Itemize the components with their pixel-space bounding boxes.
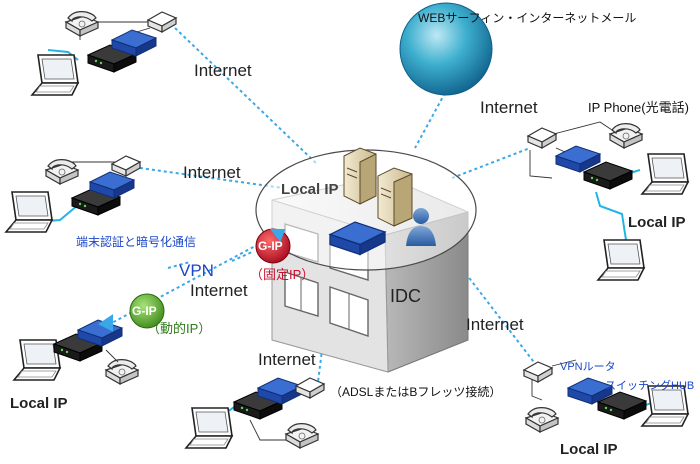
idc-label: IDC: [390, 286, 421, 306]
web-service-label: WEBサーフィン・インターネットメール: [418, 11, 637, 25]
auth-encrypt-label: 端末認証と暗号化通信: [76, 235, 197, 249]
site-right: [527, 121, 689, 281]
site-top-left: [31, 11, 177, 96]
local-ip-label-right: Local IP: [628, 214, 686, 231]
modem-icon: [523, 361, 553, 383]
laptop-icon: [13, 339, 61, 381]
local-ip-label-bottom-right: Local IP: [560, 441, 618, 458]
modem-icon: [147, 11, 177, 33]
fixed-ip-badge-text: G-IP: [258, 239, 283, 253]
adsl-label: （ADSLまたはBフレッツ接続）: [330, 385, 502, 399]
vpn-dashes: [167, 251, 253, 269]
dynamic-ip-label: （動的IP）: [147, 321, 212, 336]
server-icon: [343, 147, 377, 205]
laptop-icon: [597, 239, 645, 281]
dynamic-ip-badge-icon: [129, 293, 165, 329]
arrow-right-icon: [269, 229, 286, 242]
modem-icon: [111, 155, 141, 177]
phone-icon: [45, 159, 79, 185]
vpn-dash-2: [231, 251, 253, 262]
laptop-icon: [185, 407, 233, 449]
internet-label-top-left: Internet: [194, 61, 252, 80]
globe-icon: [399, 2, 493, 96]
switching-hub-label: スイッチングHUB: [605, 380, 695, 392]
internet-label-mid-left: Internet: [183, 163, 241, 182]
local-ip-label-idc: Local IP: [281, 181, 339, 198]
vpn-router-label: VPNルータ: [560, 361, 616, 373]
ip-phone-label: IP Phone(光電話): [588, 100, 689, 115]
phone-icon: [105, 359, 139, 385]
site-bottom-right: [523, 359, 689, 433]
link-ip-phone: [451, 147, 531, 179]
internet-label-right: Internet: [466, 315, 524, 334]
site-lower-left: [13, 319, 139, 385]
laptop-icon: [31, 54, 79, 96]
laptop-icon: [5, 191, 53, 233]
vpn-arrows: [98, 229, 286, 332]
user-icon: [406, 208, 436, 246]
fixed-ip-label: （固定IP）: [250, 267, 315, 282]
local-ip-label-left: Local IP: [10, 395, 68, 412]
link-mid-left: [139, 167, 284, 189]
phone-icon: [65, 11, 99, 37]
vpn-label: VPN: [179, 261, 214, 280]
laptop-icon: [641, 153, 689, 195]
laptop-icon: [641, 385, 689, 427]
site-bottom-center: [185, 377, 325, 449]
vpn-dash-1: [167, 261, 191, 269]
server-icon: [377, 167, 413, 227]
internet-label-top-right: Internet: [480, 98, 538, 117]
internet-label-vpn: Internet: [190, 281, 248, 300]
internet-label-bottom: Internet: [258, 350, 316, 369]
dynamic-ip-badge-text: G-IP: [132, 304, 157, 318]
arrow-left-icon: [98, 314, 113, 332]
modem-icon: [527, 127, 557, 149]
phone-icon: [285, 423, 319, 449]
link-top-left: [174, 27, 319, 166]
site-mid-left: [5, 155, 141, 233]
link-web: [414, 92, 446, 149]
phone-icon: [525, 407, 559, 433]
phone-icon: [609, 122, 643, 149]
